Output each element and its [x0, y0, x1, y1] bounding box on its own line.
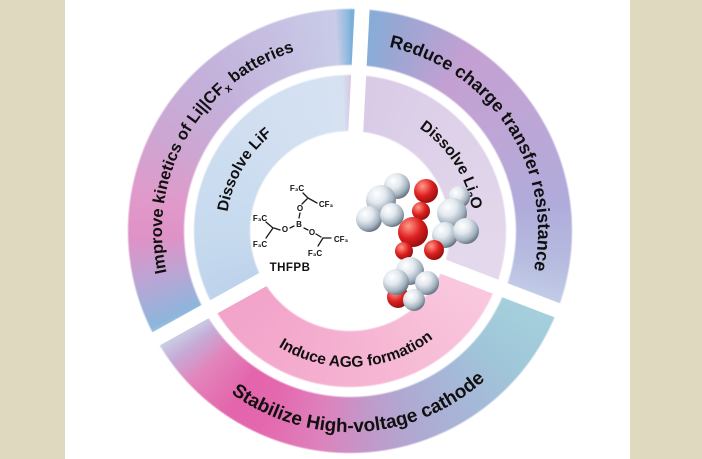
thfpb-name-label: THFPB	[270, 262, 311, 274]
atom-label-top-f3c: F₃C	[290, 184, 305, 193]
inner-ring-label-dissolve-lif: Dissolve LiF	[215, 125, 275, 213]
space-filling-molecule	[356, 173, 479, 311]
thfpb-skeletal-structure: F₃C CF₃ O B O F₃C F₃C O CF₃ F₃C THFPB	[253, 184, 349, 274]
atom-label-left-lower-f3c: F₃C	[253, 240, 268, 249]
atom-label-right-lower-f3c: F₃C	[308, 249, 323, 258]
right-margin-bar	[630, 0, 702, 459]
atom-label-boron: B	[296, 220, 302, 229]
atom-label-oxygen-left: O	[282, 225, 288, 234]
atom-label-left-upper-f3c: F₃C	[253, 214, 268, 223]
outer-ring-label-stabilize: Stabilize High-voltage cathode	[228, 368, 489, 438]
atom-label-right-cf3: CF₃	[334, 235, 349, 244]
inner-ring-label-induce-agg: Induce AGG formation	[276, 328, 435, 371]
atom-label-oxygen-right: O	[309, 228, 315, 237]
atom-label-oxygen-top: O	[297, 204, 303, 213]
atom-label-top-cf3: CF₃	[319, 200, 334, 209]
left-margin-bar	[0, 0, 65, 459]
outer-ring-label-improve: Improve kinetics of Li||CFx batteries	[148, 38, 296, 276]
